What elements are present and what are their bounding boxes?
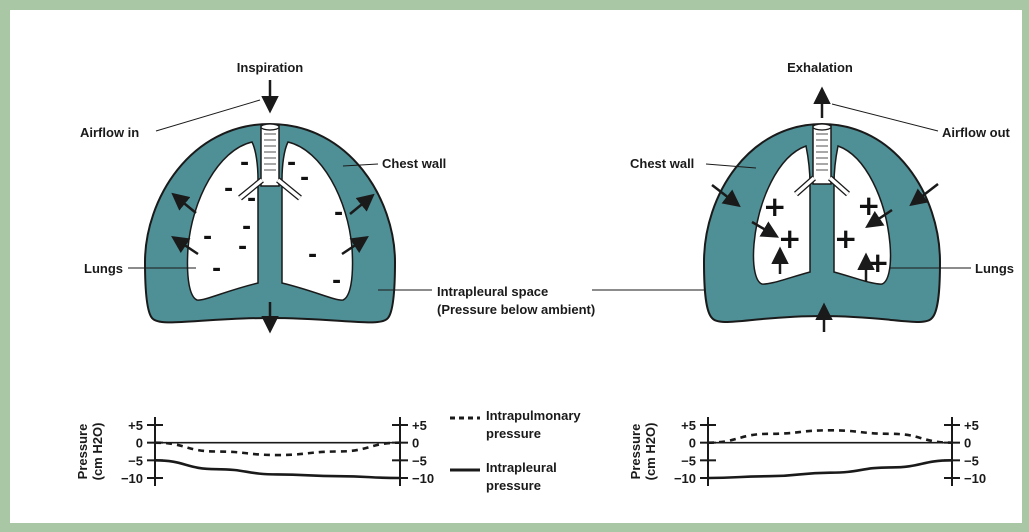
svg-text:-: - <box>334 201 343 226</box>
tick-label: +5 <box>681 418 696 433</box>
tick-label: 0 <box>689 436 696 451</box>
legend-intrapleural: Intrapleural <box>486 460 557 475</box>
intrapleural-label: Intrapleural space <box>437 284 548 299</box>
tick-label: −5 <box>964 453 979 468</box>
svg-text:-: - <box>247 187 256 212</box>
tick-label: 0 <box>136 436 143 451</box>
svg-text:-: - <box>224 177 233 202</box>
pressure-axis-unit: (cm H2O) <box>643 423 658 481</box>
tick-label: −5 <box>412 453 427 468</box>
intrapleural-pressure-line <box>155 460 400 478</box>
inspiration-pressure-graph: Pressure(cm H2O) +5 0 −5 −10 +5 0 −5 −10 <box>75 417 434 486</box>
svg-text:-: - <box>203 225 212 250</box>
legend-intrapulmonary: Intrapulmonary <box>486 408 581 423</box>
tick-label: −10 <box>674 471 696 486</box>
tick-label: −10 <box>412 471 434 486</box>
svg-text:+: + <box>857 189 880 222</box>
intrapulmonary-pressure-line <box>708 430 952 442</box>
svg-text:+: + <box>778 222 801 255</box>
inspiration-title: Inspiration <box>237 60 304 75</box>
exhalation-title: Exhalation <box>787 60 853 75</box>
pressure-axis-label: Pressure <box>75 424 90 480</box>
airflow-in-label: Airflow in <box>80 125 139 140</box>
tick-label: +5 <box>964 418 979 433</box>
tick-label: −5 <box>128 453 143 468</box>
pressure-axis-unit: (cm H2O) <box>90 423 105 481</box>
tick-label: 0 <box>964 436 971 451</box>
legend-intrapulmonary-2: pressure <box>486 426 541 441</box>
svg-text:-: - <box>300 166 309 191</box>
svg-text:+: + <box>866 246 889 279</box>
airflow-out-label: Airflow out <box>942 125 1011 140</box>
intrapleural-pressure-line <box>708 460 952 478</box>
svg-text:-: - <box>287 151 296 176</box>
svg-text:-: - <box>332 269 341 294</box>
intrapulmonary-pressure-line <box>155 443 400 455</box>
legend-intrapleural-2: pressure <box>486 478 541 493</box>
exhalation-pressure-graph: Pressure(cm H2O) +5 0 −5 −10 +5 0 −5 −10 <box>628 417 986 486</box>
tick-label: −10 <box>121 471 143 486</box>
tick-label: +5 <box>128 418 143 433</box>
pressure-axis-label: Pressure <box>628 424 643 480</box>
lungs-label-left: Lungs <box>84 261 123 276</box>
tick-label: −5 <box>681 453 696 468</box>
svg-text:-: - <box>240 151 249 176</box>
svg-text:+: + <box>763 190 786 223</box>
lungs-label-right: Lungs <box>975 261 1014 276</box>
exhalation-panel: Exhalation + + + + + Airflow ou <box>630 60 1014 332</box>
svg-text:-: - <box>238 235 247 260</box>
tick-label: −10 <box>964 471 986 486</box>
graph-legend: Intrapulmonary pressure Intrapleural pre… <box>450 408 581 493</box>
svg-text:-: - <box>308 243 317 268</box>
svg-text:-: - <box>212 257 221 282</box>
svg-text:+: + <box>834 222 857 255</box>
tick-label: +5 <box>412 418 427 433</box>
chest-wall-label-right: Chest wall <box>630 156 694 171</box>
intrapleural-sub-label: (Pressure below ambient) <box>437 302 595 317</box>
chest-wall-label-left: Chest wall <box>382 156 446 171</box>
tick-label: 0 <box>412 436 419 451</box>
